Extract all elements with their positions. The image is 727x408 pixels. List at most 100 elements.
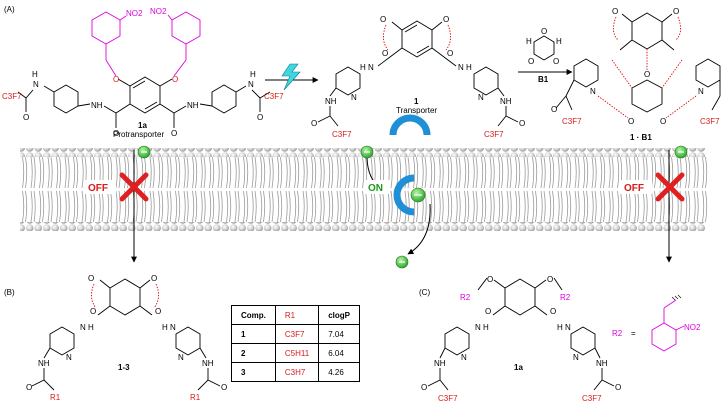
atom-o: O	[447, 49, 453, 58]
atom-o: O	[551, 105, 557, 114]
hydroxyl-group: O	[380, 15, 386, 24]
atom-n: N	[565, 323, 571, 332]
perfluoro-group: C3F7	[562, 117, 582, 126]
atom-o: O	[550, 307, 556, 316]
perfluoro-group: C3F7	[484, 130, 504, 139]
amide-nh: NH	[434, 359, 446, 368]
carrier-icon	[389, 114, 431, 136]
amide-nh: NH	[38, 359, 50, 368]
nitro-group: NO2	[684, 323, 701, 332]
atom-o: O	[113, 75, 119, 84]
label-series: 1-3	[118, 363, 130, 372]
atom-h: H	[483, 323, 489, 332]
atom-h: H	[526, 37, 532, 46]
molecule-series: O O O O N H H N N N NH O R1 NH O R1	[26, 274, 227, 402]
r1-substituent: R1	[190, 393, 201, 402]
table-row: 1 C3F7 7.04	[231, 324, 360, 344]
guest-binding: O H H O O B1	[518, 27, 573, 84]
amide-nh: NH	[91, 101, 103, 110]
atom-n: N	[590, 87, 596, 96]
atom-o: O	[541, 27, 547, 36]
atom-h: H	[88, 323, 94, 332]
atom-n: N	[698, 87, 704, 96]
atom-o: O	[311, 119, 317, 128]
atom-n: N	[178, 353, 184, 362]
atom-n: N	[66, 353, 72, 362]
hydroxyl-group: O	[88, 274, 94, 283]
transport-blocked-left: OFF	[84, 145, 151, 263]
atom-o: O	[155, 307, 161, 316]
atom-o: O	[257, 113, 263, 122]
equals-sign: =	[631, 329, 636, 338]
molecule-protransporter: O O NO2 NO2 O NH O NH H N	[2, 7, 284, 138]
cell-comp: 3	[231, 362, 276, 382]
label-c-id: 1a	[514, 363, 523, 372]
label-protransporter: Protransporter	[113, 130, 164, 139]
carrier-icon	[393, 174, 415, 216]
atom-o: O	[221, 383, 227, 392]
atom-o: O	[171, 129, 177, 138]
atom-n: N	[461, 353, 467, 362]
atom-h: H	[162, 323, 168, 332]
column-header-clogp: clogP	[318, 305, 360, 325]
atom-o: O	[615, 383, 621, 392]
cell-comp: 1	[231, 324, 276, 344]
transport-active: ON	[360, 114, 431, 269]
atom-h: H	[556, 37, 562, 46]
perfluoro-group: C3F7	[582, 394, 602, 403]
hydroxyl-group: O	[443, 15, 449, 24]
panel-label-c: (C)	[419, 288, 430, 297]
panel-label-a: (A)	[4, 5, 15, 14]
atom-n: N	[248, 80, 254, 89]
label-complex: 1 · B1	[630, 133, 652, 142]
label-transporter-id: 1	[414, 97, 419, 106]
atom-n: N	[478, 93, 484, 102]
atom-o: O	[113, 129, 119, 138]
perfluoro-group: C3F7	[438, 394, 458, 403]
atom-o: O	[421, 383, 427, 392]
atom-n: N	[80, 323, 86, 332]
light-trigger-icon	[265, 63, 319, 91]
atom-o: O	[547, 275, 553, 284]
amide-nh: NH	[325, 97, 337, 106]
state-on: ON	[368, 183, 383, 194]
cell-clogp: 6.04	[318, 343, 360, 363]
atom-n: N	[351, 93, 357, 102]
atom-o: O	[26, 383, 32, 392]
atom-o: O	[528, 57, 534, 66]
amide-nh: NH	[596, 359, 608, 368]
atom-o: O	[487, 275, 493, 284]
hydroxyl-group: O	[151, 274, 157, 283]
hydroxyl-group: O	[673, 7, 679, 16]
molecule-1a-generic: O O R2 R2 O O N H H N N N NH O C3F7 NH O…	[421, 275, 621, 403]
cell-clogp: 7.04	[318, 324, 360, 344]
amide-nh: NH	[202, 359, 214, 368]
atom-o: O	[628, 117, 634, 126]
atom-o: O	[382, 49, 388, 58]
atom-o: O	[485, 307, 491, 316]
column-header-comp: Comp.	[231, 305, 276, 325]
state-off-right: OFF	[624, 183, 644, 194]
table-row: 2 C5H11 6.04	[231, 343, 360, 363]
label-guest: B1	[538, 75, 549, 84]
cell-comp: 2	[231, 343, 276, 363]
clogp-table: Comp. R1 clogP 1 C3F7 7.04 2 C5H11 6.04 …	[231, 305, 360, 382]
table-header-row: Comp. R1 clogP	[231, 305, 360, 325]
atom-h: H	[360, 63, 366, 72]
atom-n: N	[170, 323, 176, 332]
cell-clogp: 4.26	[318, 362, 360, 382]
state-off-left: OFF	[88, 183, 108, 194]
cell-r1: C3F7	[274, 324, 320, 344]
nitro-group: NO2	[126, 9, 143, 18]
atom-h: H	[32, 70, 38, 79]
atom-n: N	[33, 80, 39, 89]
atom-o: O	[660, 117, 666, 126]
column-header-r1: R1	[274, 305, 320, 325]
perfluoro-group: C3F7	[2, 92, 22, 101]
atom-n: N	[458, 63, 464, 72]
panel-label-b: (B)	[4, 288, 15, 297]
r2-symbol: R2	[612, 329, 623, 338]
atom-o: O	[23, 113, 29, 122]
hydroxyl-group: O	[612, 7, 618, 16]
